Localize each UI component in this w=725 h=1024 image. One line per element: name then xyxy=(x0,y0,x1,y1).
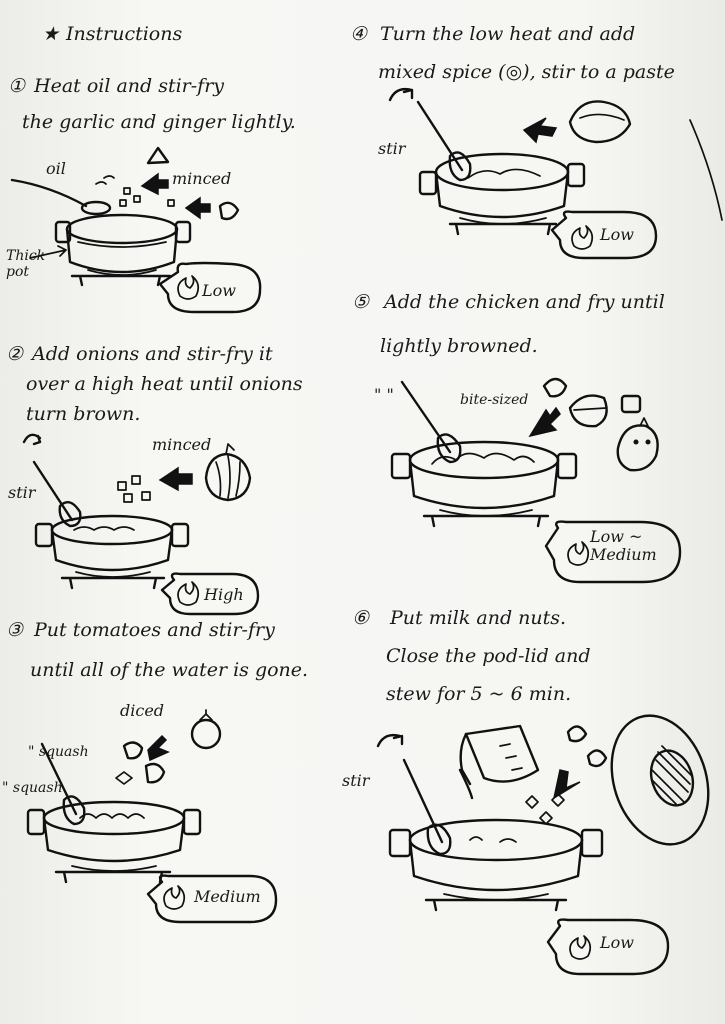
step-5-line-1: Add the chicken and fry until xyxy=(384,291,665,313)
step-1-line-1: Heat oil and stir-fry xyxy=(34,75,225,97)
step-4-line-2: mixed spice (◎), stir to a paste xyxy=(378,61,675,83)
step-1-oil-spoon-icon xyxy=(10,175,115,216)
step-1-oil-label: oil xyxy=(46,159,66,178)
step-3-heat-label: Medium xyxy=(194,887,261,906)
step-1-minced-label: minced xyxy=(172,169,232,188)
step-6-heat-label: Low xyxy=(600,933,634,952)
step-1-number: ① xyxy=(8,75,26,97)
step-5-heat-label: Low ~ Medium xyxy=(590,527,657,565)
page-edge-line xyxy=(689,119,723,221)
step-2-line-3: turn brown. xyxy=(26,403,141,425)
step-1-line-2: the garlic and ginger lightly. xyxy=(22,111,296,133)
step-6-stir-spoon-icon xyxy=(376,733,452,856)
step-3-squash-spoon-icon xyxy=(40,742,86,826)
step-4-pot-icon xyxy=(418,152,586,236)
step-2-high-flame-bubble-icon xyxy=(160,572,260,616)
step-2-pot-icon xyxy=(34,514,190,590)
step-1-pot-icon xyxy=(54,213,192,287)
step-6-low-flame-bubble-icon xyxy=(546,918,670,976)
step-5-number: ⑤ xyxy=(352,291,370,313)
step-5-bite-sized-label: bite-sized xyxy=(460,392,529,408)
step-3-diced-label: diced xyxy=(120,701,165,720)
step-3-squash-label-2: " squash xyxy=(2,780,63,796)
step-3-medium-flame-bubble-icon xyxy=(146,874,278,924)
step-4-stir-label: stir xyxy=(378,139,406,158)
step-5-chicken-pieces-icon xyxy=(528,377,659,472)
step-5-low-medium-flame-bubble-icon xyxy=(544,520,682,584)
step-1-garlic-ginger-icon xyxy=(29,146,240,259)
step-1-thick-pot-label: Thick pot xyxy=(6,248,46,281)
step-1-low-flame-bubble-icon xyxy=(158,261,262,314)
step-4-line-1: Turn the low heat and add xyxy=(380,23,636,45)
step-4-heat-label: Low xyxy=(600,225,634,244)
header-title: Instructions xyxy=(66,23,183,45)
step-3-pot-icon xyxy=(26,800,202,884)
step-3-line-1: Put tomatoes and stir-fry xyxy=(34,619,275,641)
step-4-low-flame-bubble-icon xyxy=(550,210,658,260)
step-5-stir-spoon-icon xyxy=(400,380,462,464)
step-2-stir-spoon-icon xyxy=(22,433,82,528)
step-3-tomato-icon xyxy=(115,709,222,785)
step-5-quote-mark: " " xyxy=(374,385,394,404)
step-6-line-2: Close the pod-lid and xyxy=(386,645,591,667)
step-2-heat-label: High xyxy=(204,585,244,604)
step-4-stir-spoon-icon xyxy=(388,87,472,182)
step-6-stir-label: stir xyxy=(342,771,370,790)
step-3-number: ③ xyxy=(6,619,24,641)
step-3-line-2: until all of the water is gone. xyxy=(30,659,309,681)
step-2-onion-icon xyxy=(117,443,252,503)
step-5-pot-icon xyxy=(390,440,578,528)
step-2-line-2: over a high heat until onions xyxy=(26,373,303,395)
step-2-minced-label: minced xyxy=(152,435,212,454)
step-4-spice-bowl-icon xyxy=(522,100,632,144)
step-6-line-1: Put milk and nuts. xyxy=(390,607,567,629)
step-2-line-1: Add onions and stir-fry it xyxy=(32,343,273,365)
step-2-number: ② xyxy=(6,343,24,365)
step-5-line-2: lightly browned. xyxy=(380,335,538,357)
step-3-squash-label-1: " squash xyxy=(28,744,89,760)
step-6-pot-lid-icon xyxy=(610,714,710,846)
step-6-milk-pitcher-icon xyxy=(458,724,540,800)
step-1-heat-label: Low xyxy=(202,281,236,300)
step-2-stir-label: stir xyxy=(8,483,36,502)
step-6-pot-icon xyxy=(388,818,604,912)
step-6-nuts-icon xyxy=(525,725,608,825)
header-star-icon: ★ xyxy=(42,23,60,45)
step-4-number: ④ xyxy=(350,23,368,45)
step-6-line-3: stew for 5 ~ 6 min. xyxy=(386,683,572,705)
step-6-number: ⑥ xyxy=(352,607,370,629)
